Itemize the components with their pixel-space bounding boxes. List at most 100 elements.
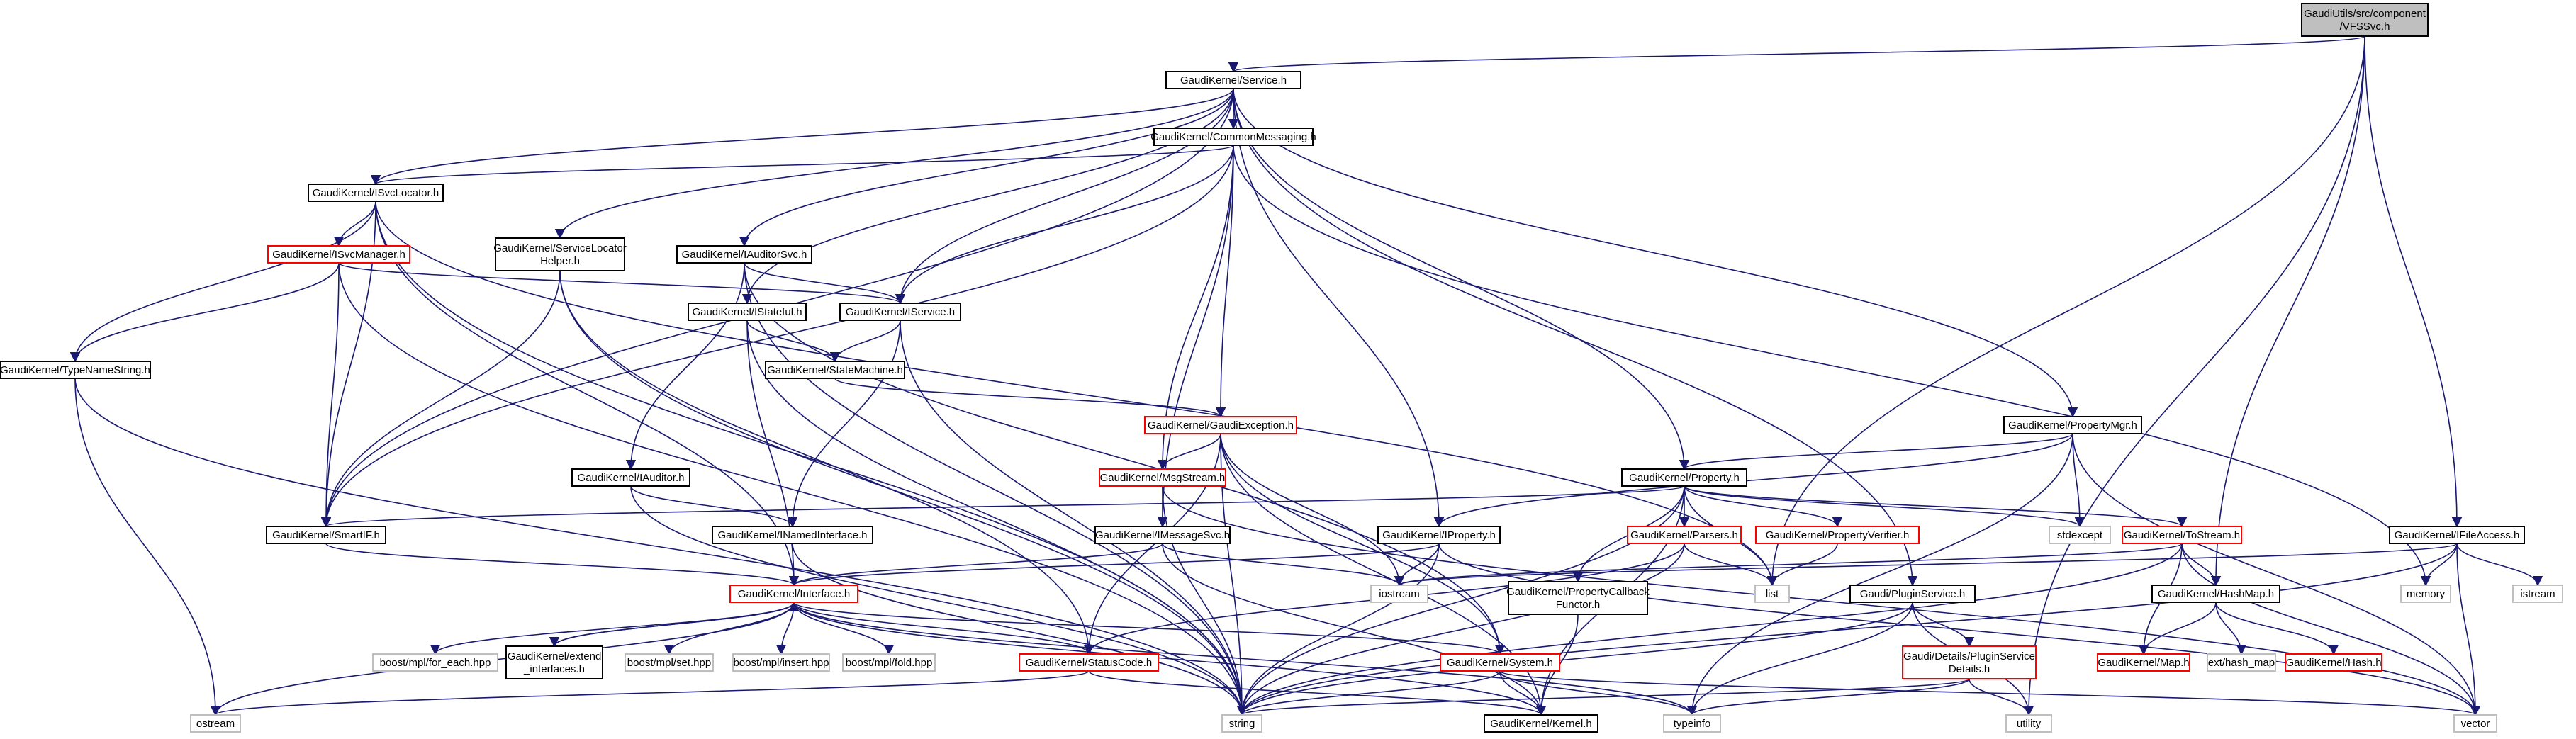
node-hash[interactable]: GaudiKernel/Hash.h [2285,653,2382,672]
node-label: GaudiKernel/PropertyVerifier.h [1766,529,1910,541]
node-isvcmanager[interactable]: GaudiKernel/ISvcManager.h [267,245,410,264]
node-kernel[interactable]: GaudiKernel/Kernel.h [1484,714,1598,733]
node-for_each: boost/mpl/for_each.hpp [372,653,498,672]
node-ifileaccess[interactable]: GaudiKernel/IFileAccess.h [2389,526,2525,544]
node-box [1221,714,1262,733]
node-msgstream[interactable]: GaudiKernel/MsgStream.h [1099,468,1226,487]
node-label: GaudiKernel/IService.h [846,306,955,318]
edge-statuscode-to-ostream [211,670,1090,716]
edge-parsers-to-string [1236,543,1685,716]
node-mplset: boost/mpl/set.hpp [625,653,714,672]
node-isvclocator[interactable]: GaudiKernel/ISvcLocator.h [308,184,444,202]
edge-gaudiexception-to-system [1220,433,1506,655]
node-box [839,303,961,321]
node-label: boost/mpl/for_each.hpp [380,657,491,669]
edge-commonmsg-to-iservice [895,145,1234,305]
node-box [729,585,858,603]
edge-propertymgr-to-stdexcept [2072,433,2085,528]
edge-interface-to-system [793,602,1505,655]
edge-tostream-to-hashmap [2181,543,2222,587]
node-istateful[interactable]: GaudiKernel/IStateful.h [688,303,807,321]
edge-propertymgr-to-vector [2072,433,2481,716]
node-parsers[interactable]: GaudiKernel/Parsers.h [1627,526,1742,544]
edge-iauditor-to-inamedinterface [630,485,798,528]
node-imessagesvc[interactable]: GaudiKernel/IMessageSvc.h [1094,526,1231,544]
node-iauditor[interactable]: GaudiKernel/IAuditor.h [571,468,690,487]
node-label: GaudiKernel/SmartIF.h [272,529,380,541]
node-box [2049,526,2111,544]
edge-iservice-to-statemachine [829,320,901,363]
node-box [1019,653,1159,672]
node-statuscode[interactable]: GaudiKernel/StatusCode.h [1019,653,1159,672]
node-label: GaudiKernel/IStateful.h [692,306,802,318]
edge-iauditor-to-string [630,485,1248,716]
node-box [2285,653,2382,672]
node-box [308,184,444,202]
node-label: istream [2520,588,2555,600]
node-property[interactable]: GaudiKernel/Property.h [1621,468,1747,487]
edge-plugindetails-to-typeinfo [1687,678,1970,716]
node-hashmap[interactable]: GaudiKernel/HashMap.h [2151,585,2280,603]
node-root[interactable]: GaudiUtils/src/component/VFSSvc.h [2301,3,2429,37]
edge-hashmap-to-hashmap_ext [2215,602,2247,655]
node-label: utility [2017,718,2042,730]
node-label: typeinfo [1674,718,1711,730]
node-iproperty[interactable]: GaudiKernel/IProperty.h [1377,526,1501,544]
edge-service-to-propertymgr [1233,88,2078,418]
node-extend[interactable]: GaudiKernel/extend_interfaces.h [505,645,603,679]
node-box [1440,653,1560,672]
edge-root-to-list [1766,35,2365,587]
edge-system-to-typeinfo [1499,670,1698,716]
node-iservice[interactable]: GaudiKernel/IService.h [839,303,961,321]
node-label: ostream [196,718,235,730]
edge-commonmsg-to-isvclocator [371,145,1234,186]
node-box [1754,585,1790,603]
edge-msgstream-to-string [1162,485,1248,716]
node-box [2301,3,2429,37]
node-label: GaudiKernel/IProperty.h [1382,529,1496,541]
node-system[interactable]: GaudiKernel/System.h [1440,653,1560,672]
edge-propertymgr-to-iproperty [1433,433,2073,528]
node-tostream[interactable]: GaudiKernel/ToStream.h [2122,526,2242,544]
edge-hashmap-to-map [2138,602,2217,655]
edge-root-to-ifileaccess [2364,35,2463,528]
node-service[interactable]: GaudiKernel/Service.h [1165,71,1301,89]
node-map[interactable]: GaudiKernel/Map.h [2097,653,2190,672]
edge-isvclocator-to-typenamestring [69,201,376,363]
edge-iproperty-to-interface [789,543,1440,587]
node-gaudiexception[interactable]: GaudiKernel/GaudiException.h [1144,416,1297,434]
edge-pluginservice-to-typeinfo [1686,602,1913,716]
edge-property-to-smartif [321,485,1685,528]
node-box [1621,468,1747,487]
node-propertyverifier[interactable]: GaudiKernel/PropertyVerifier.h [1755,526,1920,544]
edge-interface-to-typeinfo [793,602,1697,716]
edge-tostream-to-iostream [1394,543,2183,587]
edge-pluginservice-to-plugindetails [1912,602,1975,648]
node-string: string [1221,714,1262,733]
node-typenamestring[interactable]: GaudiKernel/TypeNameString.h [0,361,151,379]
node-box [1370,585,1428,603]
node-box [1484,714,1598,733]
edge-istateful-to-string [746,320,1248,716]
node-pluginservice[interactable]: Gaudi/PluginService.h [1849,585,1976,603]
node-propertymgr[interactable]: GaudiKernel/PropertyMgr.h [2003,416,2142,434]
node-interface[interactable]: GaudiKernel/Interface.h [729,585,858,603]
node-smartif[interactable]: GaudiKernel/SmartIF.h [266,526,386,544]
node-inamedinterface[interactable]: GaudiKernel/INamedInterface.h [712,526,873,544]
node-label: Helper.h [540,255,580,267]
node-label: GaudiKernel/ToStream.h [2124,529,2240,541]
header-nodes: GaudiUtils/src/component/VFSSvc.hGaudiKe… [0,3,2563,733]
node-list: list [1754,585,1790,603]
edge-ifileaccess-to-memory [2420,543,2458,587]
node-iauditorsvc[interactable]: GaudiKernel/IAuditorSvc.h [676,245,812,264]
node-iostream: iostream [1370,585,1428,603]
edge-servicelocatorhelper-to-statuscode [559,270,1094,655]
node-box [495,237,625,271]
node-statemachine[interactable]: GaudiKernel/StateMachine.h [765,361,905,379]
node-box [1165,71,1301,89]
node-label: GaudiKernel/ServiceLocator [493,242,627,254]
node-commonmsg[interactable]: GaudiKernel/CommonMessaging.h [1150,128,1316,146]
